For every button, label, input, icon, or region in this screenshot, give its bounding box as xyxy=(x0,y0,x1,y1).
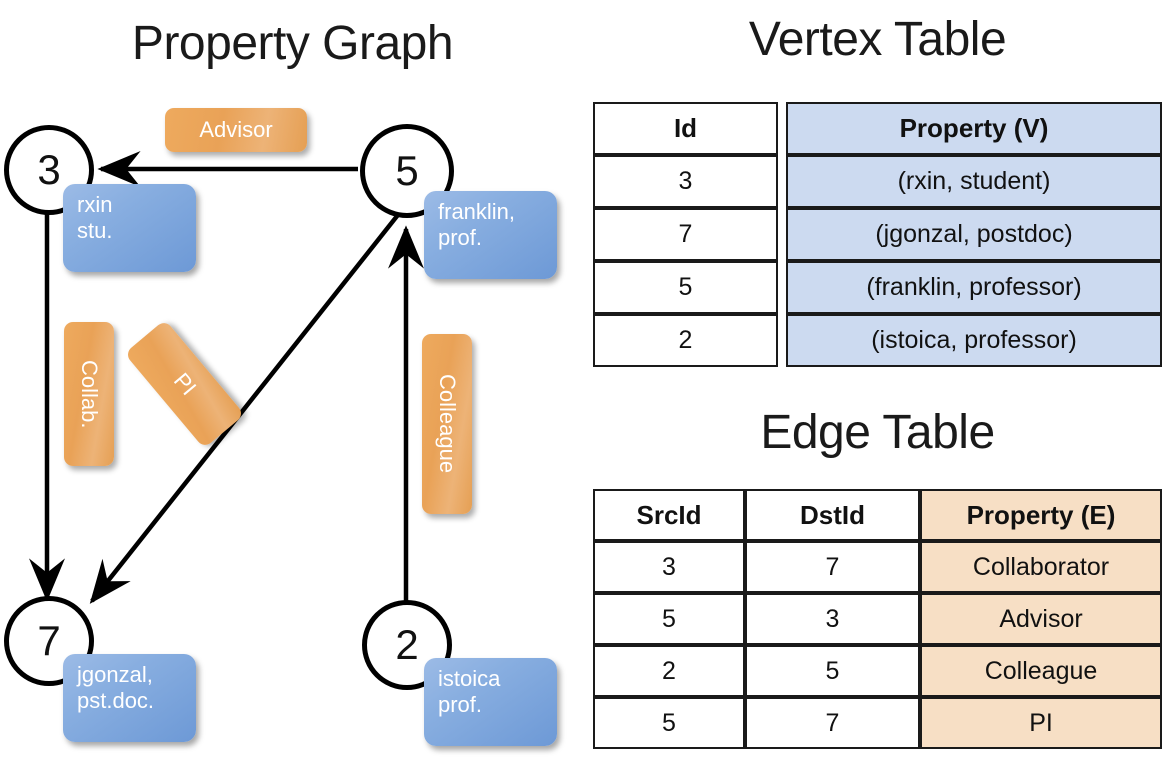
edge-label-colleague: Colleague xyxy=(422,334,472,514)
column-gap xyxy=(778,155,786,208)
vertex-table: Id Property (V) 3 (rxin, student) 7 (jgo… xyxy=(593,102,1162,367)
edge-cell-dstid: 5 xyxy=(745,645,920,697)
edge-cell-dstid: 7 xyxy=(745,697,920,749)
property-graph-diagram: Advisor Collab. PI Colleague 3 5 7 2 rxi… xyxy=(4,108,557,746)
edge-cell-dstid: 7 xyxy=(745,541,920,593)
page-title-property-graph: Property Graph xyxy=(131,17,454,70)
column-gap xyxy=(778,314,786,367)
edge-cell-srcid: 5 xyxy=(593,697,745,749)
edge-cell-srcid: 5 xyxy=(593,593,745,645)
vertex-cell-id: 7 xyxy=(593,208,778,261)
table-row: 3 7 Collaborator xyxy=(593,541,1162,593)
table-row: 5 (franklin, professor) xyxy=(593,261,1162,314)
vertex-property-box-jgonzal: jgonzal, pst.doc. xyxy=(63,654,196,742)
graph-edges-svg xyxy=(28,150,425,604)
vertex-cell-property: (franklin, professor) xyxy=(786,261,1162,314)
edge-cell-srcid: 3 xyxy=(593,541,745,593)
page-title-edge-table: Edge Table xyxy=(760,406,995,459)
table-row: 5 3 Advisor xyxy=(593,593,1162,645)
edge-cell-dstid: 3 xyxy=(745,593,920,645)
edge-header-dstid: DstId xyxy=(745,489,920,541)
vertex-property-box-istoica: istoica prof. xyxy=(424,658,557,746)
vertex-cell-property: (jgonzal, postdoc) xyxy=(786,208,1162,261)
edge-label-advisor: Advisor xyxy=(165,108,307,152)
table-header-row: Id Property (V) xyxy=(593,102,1162,155)
vertex-property-line: rxin xyxy=(77,192,113,217)
edge-cell-srcid: 2 xyxy=(593,645,745,697)
edge-pi-5-to-7 xyxy=(89,204,407,604)
vertex-cell-id: 3 xyxy=(593,155,778,208)
vertex-cell-id: 5 xyxy=(593,261,778,314)
edge-header-srcid: SrcId xyxy=(593,489,745,541)
edge-label-collab: Collab. xyxy=(64,322,114,466)
edge-cell-property: PI xyxy=(920,697,1162,749)
edge-cell-property: Collaborator xyxy=(920,541,1162,593)
table-row: 3 (rxin, student) xyxy=(593,155,1162,208)
edge-cell-property: Colleague xyxy=(920,645,1162,697)
table-row: 5 7 PI xyxy=(593,697,1162,749)
column-gap xyxy=(778,102,786,155)
vertex-header-id: Id xyxy=(593,102,778,155)
vertex-property-line: prof. xyxy=(438,691,483,717)
vertex-property-line: istoica xyxy=(438,666,501,691)
edge-header-property: Property (E) xyxy=(920,489,1162,541)
table-header-row: SrcId DstId Property (E) xyxy=(593,489,1162,541)
vertex-property-box-rxin: rxin stu. xyxy=(63,184,196,272)
vertex-property-line: franklin, xyxy=(438,199,516,224)
edge-table: SrcId DstId Property (E) 3 7 Collaborato… xyxy=(593,489,1162,749)
vertex-property-line: pst.doc. xyxy=(77,687,155,713)
vertex-property-box-franklin: franklin, prof. xyxy=(424,191,557,279)
column-gap xyxy=(778,261,786,314)
table-row: 7 (jgonzal, postdoc) xyxy=(593,208,1162,261)
column-gap xyxy=(778,208,786,261)
graph-node-2[interactable]: 2 xyxy=(362,600,452,690)
vertex-cell-property: (rxin, student) xyxy=(786,155,1162,208)
table-row: 2 (istoica, professor) xyxy=(593,314,1162,367)
vertex-property-line: jgonzal, xyxy=(77,662,153,687)
vertex-property-line: prof. xyxy=(438,224,483,250)
page-title-vertex-table: Vertex Table xyxy=(748,13,1007,66)
edge-cell-property: Advisor xyxy=(920,593,1162,645)
vertex-header-property: Property (V) xyxy=(786,102,1162,155)
table-row: 2 5 Colleague xyxy=(593,645,1162,697)
graph-node-5[interactable]: 5 xyxy=(360,124,454,218)
vertex-property-line: stu. xyxy=(77,217,113,243)
vertex-cell-property: (istoica, professor) xyxy=(786,314,1162,367)
vertex-cell-id: 2 xyxy=(593,314,778,367)
